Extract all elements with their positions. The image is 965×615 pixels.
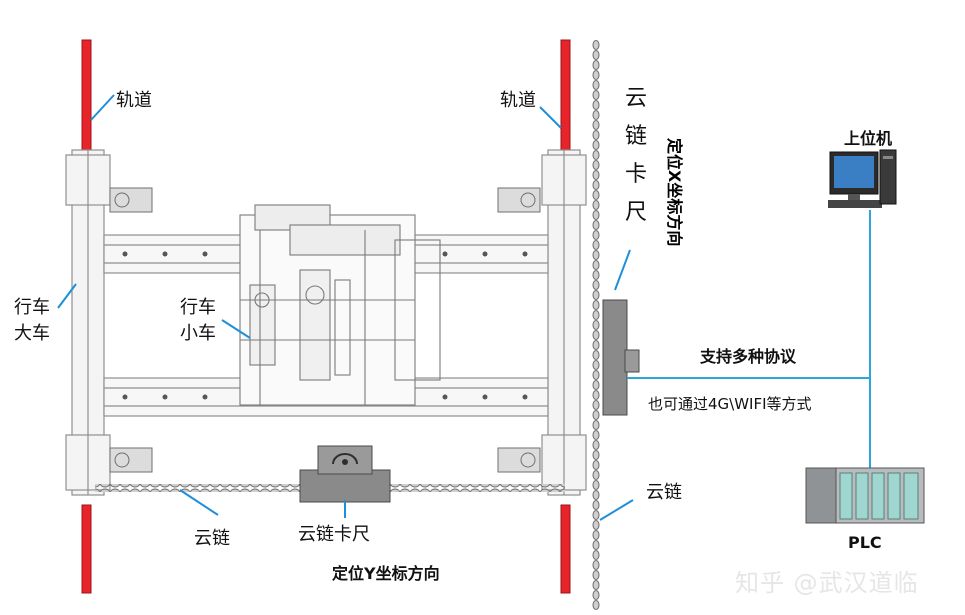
vertical-char: 云 bbox=[624, 86, 647, 111]
label-host-computer: 上位机 bbox=[844, 129, 893, 148]
label-plc: PLC bbox=[848, 533, 882, 552]
comm-lines bbox=[627, 210, 871, 470]
leader-lines bbox=[57, 94, 634, 521]
cloud-chain-vertical bbox=[592, 40, 600, 610]
vertical-char: 卡 bbox=[624, 162, 647, 187]
label-rail-right: 轨道 bbox=[500, 90, 536, 111]
vertical-char: 尺 bbox=[624, 200, 647, 225]
label-y-direction: 定位Y坐标方向 bbox=[332, 564, 440, 583]
label-protocols: 支持多种协议 bbox=[700, 347, 797, 366]
crane-trolley bbox=[239, 204, 441, 406]
label-crane-main: 行车 大车 bbox=[14, 297, 50, 344]
drive-motors bbox=[109, 187, 541, 473]
label-chain-right: 云链 bbox=[646, 482, 682, 503]
chain-gauge-horizontal bbox=[299, 445, 391, 503]
crane-main-frame bbox=[65, 149, 587, 496]
chain-gauge-vertical bbox=[602, 299, 640, 416]
label-x-direction: 定位X坐标方向 bbox=[665, 138, 684, 247]
label-alt-comm: 也可通过4G\WIFI等方式 bbox=[648, 395, 812, 413]
desktop-computer-icon bbox=[828, 149, 897, 208]
chain-vertical-gauge-text: 云链卡尺 bbox=[623, 80, 649, 232]
vertical-char: 链 bbox=[624, 124, 647, 149]
label-chain-vertical-gauge: 云链卡尺 bbox=[623, 80, 649, 232]
rail-right bbox=[560, 39, 571, 594]
label-chain-bottom: 云链 bbox=[194, 528, 230, 549]
watermark: 知乎 @武汉道临 bbox=[735, 569, 919, 597]
label-chain-gauge-bottom: 云链卡尺 bbox=[298, 524, 370, 545]
plc-module-icon bbox=[805, 467, 925, 524]
label-rail-left: 轨道 bbox=[116, 90, 152, 111]
label-crane-trolley: 行车 小车 bbox=[180, 297, 216, 344]
